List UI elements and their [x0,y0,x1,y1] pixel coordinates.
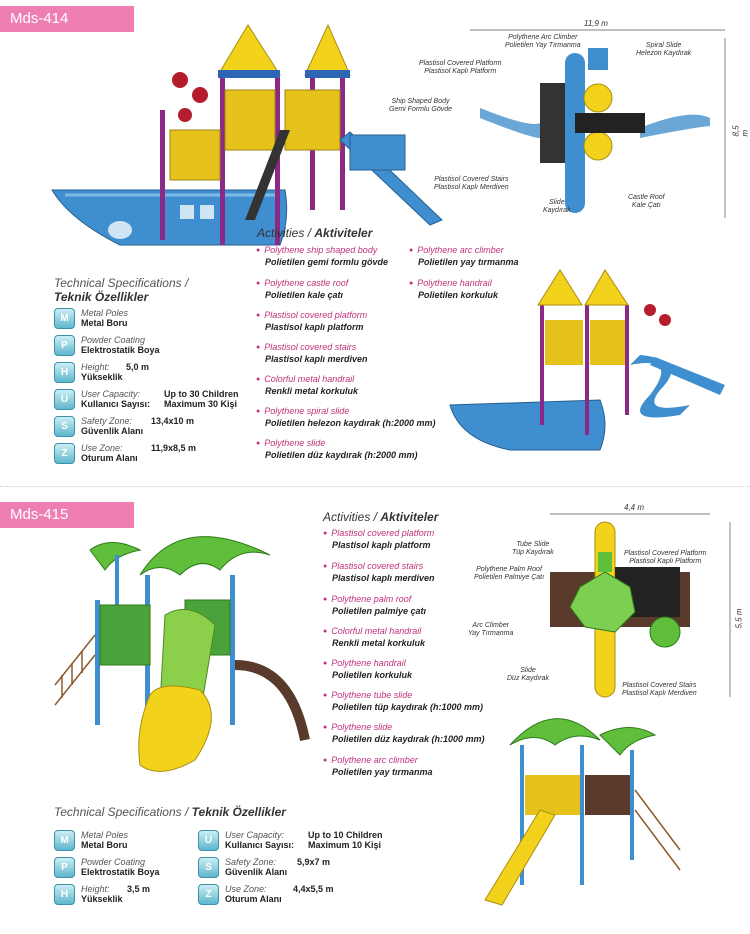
section-divider [0,486,750,487]
use-zone-icon: Z [54,443,75,464]
plan-view-palm [550,513,731,698]
activities-title: Activities / Aktiviteler [257,226,373,240]
plan-dimension-lines [470,29,726,218]
spec-row: S Safety Zone:Güvenlik Alanı 5,9x7 m [198,857,398,879]
spec-row: H Height:Yükseklik 5,0 m [54,362,254,384]
plan-width-dimension: 11,9 m [584,19,608,28]
powder-coating-icon: P [54,335,75,356]
plan-height-dimension: 8,5 m [731,125,750,137]
playground-illustration-ship-view2 [449,269,725,451]
playground-illustration-ship [51,23,443,246]
metal-poles-icon: M [54,830,75,851]
plan-width-dimension: 4,4 m [624,503,645,512]
playground-illustration-palm-view2 [484,718,681,906]
spec-row: U User Capacity:Kullanıcı Sayısı: Up to … [54,389,254,411]
spec-row: Z Use Zone:Oturum Alanı 4,4x5,5 m [198,884,398,906]
safety-zone-icon: S [198,857,219,878]
powder-coating-icon: P [54,857,75,878]
product-code-badge: Mds-414 [0,6,134,32]
plan-height-dimension: 5,5 m [734,608,744,629]
user-capacity-icon: U [198,830,219,851]
spec-row: Z Use Zone:Oturum Alanı 11,9x8,5 m [54,443,254,465]
metal-poles-icon: M [54,308,75,329]
spec-title: Technical Specifications /Teknik Özellik… [54,276,189,304]
spec-row: U User Capacity:Kullanıcı Sayısı: Up to … [198,830,398,852]
spec-title: Technical Specifications / Teknik Özelli… [54,805,286,819]
playground-illustration-palm [54,536,310,772]
activities-title: Activities / Aktiviteler [323,510,439,524]
user-capacity-icon: U [54,389,75,410]
product-code-badge: Mds-415 [0,502,134,528]
safety-zone-icon: S [54,416,75,437]
height-icon: H [54,884,75,905]
spec-row: H Height:Yükseklik 3,5 m [54,884,204,906]
spec-row: S Safety Zone:Güvenlik Alanı 13,4x10 m [54,416,254,438]
height-icon: H [54,362,75,383]
use-zone-icon: Z [198,884,219,905]
